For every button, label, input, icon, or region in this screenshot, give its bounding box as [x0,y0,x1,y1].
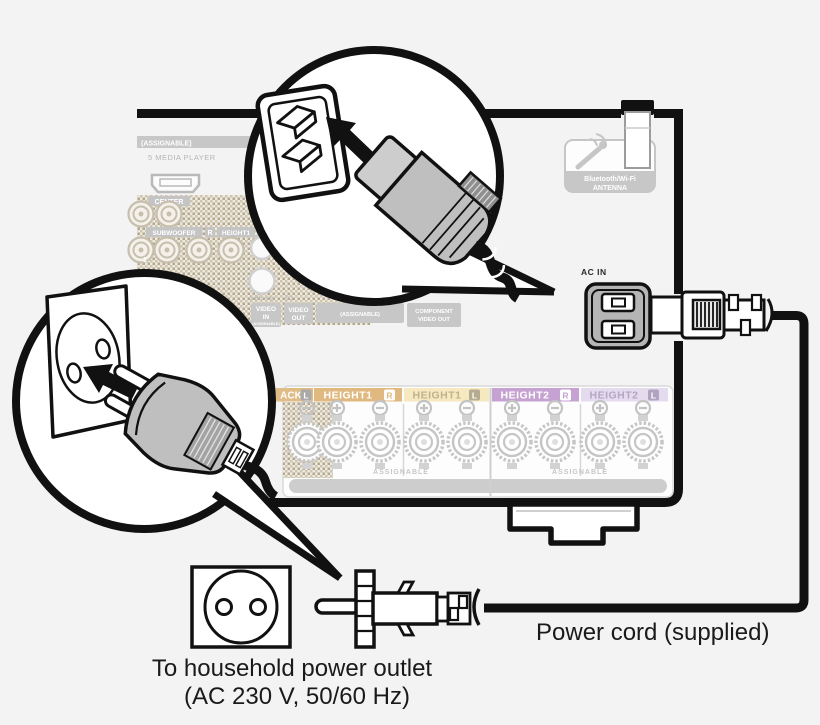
speaker-terminal-strip: ACK L HEIGHT1 R HEIGHT1 L HEIGHT2 R HEIG… [276,385,674,498]
antenna-icon [575,133,607,170]
power-cord-caption: Power cord (supplied) [536,619,769,646]
component-video-out-box: COMPONENT VIDEO OUT [407,303,461,327]
svg-text:HEIGHT1: HEIGHT1 [323,390,372,402]
wall-outlet-icon [45,284,133,439]
svg-text:VIDEO OUT: VIDEO OUT [418,317,450,323]
hdmi-assignable-bar-label: (ASSIGNABLE) [141,141,192,148]
svg-text:L: L [303,390,308,400]
insert-arrow-icon [83,364,138,399]
insert-arrow-icon [326,117,374,163]
svg-text:(ASSIGNABLE): (ASSIGNABLE) [252,322,280,326]
badge-r: R [207,230,212,237]
plug-side-view-icon [314,569,481,649]
bluray-label: 3 Blu-ray [249,295,276,302]
wifi-antenna [621,100,654,169]
svg-text:(ASSIGNABLE): (ASSIGNABLE) [340,312,380,318]
svg-text:L: L [651,390,656,400]
height1-mini-label: HEIGHT1 [222,230,251,237]
chassis-foot [507,501,640,546]
svg-text:IN: IN [263,314,270,321]
svg-text:L: L [472,390,477,400]
svg-text:ACK: ACK [280,391,302,402]
iec-connector-icon [354,135,521,303]
speaker-label-height1-l: HEIGHT1 L [404,388,489,402]
assignable-left-label: ASSIGNABLE [373,469,429,476]
hdmi-port-icon [150,173,201,194]
ac-in-section: AC IN [484,267,809,613]
callout-circle-outlet [12,269,343,581]
svg-text:HEIGHT2: HEIGHT2 [500,390,549,402]
assignable-wide-box: (ASSIGNABLE) [316,303,404,323]
svg-text:HEIGHT1: HEIGHT1 [412,390,461,402]
channel-1-label: 1 [143,257,147,264]
household-caption-line2: (AC 230 V, 50/60 Hz) [184,683,410,710]
subwoofer-label: SUBWOOFER [153,230,196,237]
svg-text:OUT: OUT [292,315,306,322]
ac-inlet-icon [584,282,652,350]
hdmi-input5-label: 5 MEDIA PLAYER [148,153,216,162]
terminal-base-bar [289,479,667,493]
rca-jack-icon [248,267,276,295]
speaker-label-height2-l: HEIGHT2 L [581,388,668,402]
svg-text:HEIGHT2: HEIGHT2 [589,390,638,402]
ac-in-label: AC IN [581,267,607,277]
assignable-right-label: ASSIGNABLE [552,469,608,476]
svg-text:R: R [562,390,568,400]
svg-text:VIDEO: VIDEO [256,306,276,313]
video-out-box: VIDEO OUT [284,303,313,324]
cord-connector-icon [649,290,774,340]
antenna-label-line1: Bluetooth/Wi-Fi [584,176,636,183]
power-cord [484,311,809,613]
svg-text:COMPONENT: COMPONENT [415,309,453,315]
callout-circle-inlet [244,46,556,306]
zone-label: ZO [284,295,293,302]
antenna-label-line2: ANTENNA [593,185,627,192]
video-in-box: VIDEO IN (ASSIGNABLE) [251,303,281,327]
speaker-label-height2-r: HEIGHT2 R [492,388,579,402]
household-caption-line1: To household power outlet [152,655,433,682]
svg-text:R: R [386,390,392,400]
speaker-label-height1-r: HEIGHT1 R [314,388,402,402]
hdmi-assignable-bar [137,136,263,148]
speaker-label-surround-back-l: ACK L [276,388,313,402]
household-outlet-symbol [190,565,292,649]
mains-plug-icon [103,364,279,501]
svg-text:VIDEO: VIDEO [288,307,308,314]
